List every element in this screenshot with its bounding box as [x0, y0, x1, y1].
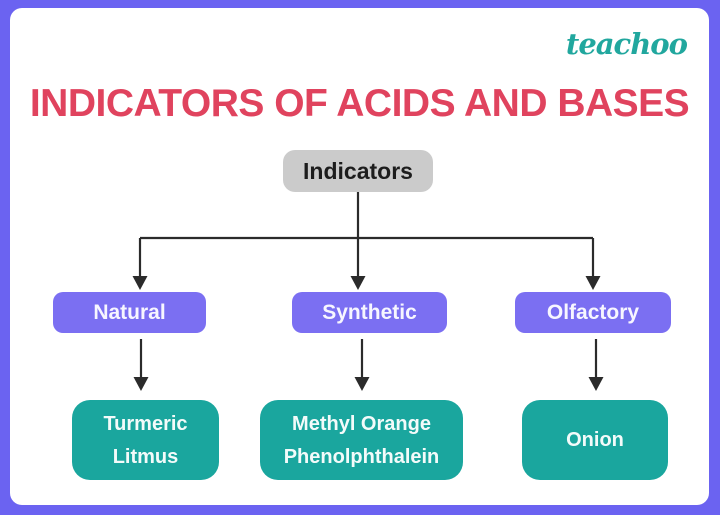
page-title: INDICATORS OF ACIDS AND BASES: [29, 82, 690, 125]
leaf-item-methyl-orange: Methyl Orange: [292, 412, 431, 435]
leaf-item-onion: Onion: [566, 429, 624, 451]
root-node-indicators: Indicators: [283, 150, 433, 192]
leaf-item-litmus: Litmus: [112, 445, 179, 468]
branch-node-natural: Natural: [53, 292, 206, 333]
leaf-item-phenolphthalein: Phenolphthalein: [283, 445, 440, 468]
leaf-node-olfactory: Onion: [522, 400, 668, 480]
leaf-item-turmeric: Turmeric: [103, 412, 188, 435]
branch-node-synthetic: Synthetic: [292, 292, 447, 333]
teachoo-logo: teachoo: [565, 27, 688, 61]
branch-node-olfactory: Olfactory: [515, 292, 671, 333]
leaf-node-natural: Turmeric Litmus: [72, 400, 219, 480]
leaf-node-synthetic: Methyl Orange Phenolphthalein: [260, 400, 463, 480]
